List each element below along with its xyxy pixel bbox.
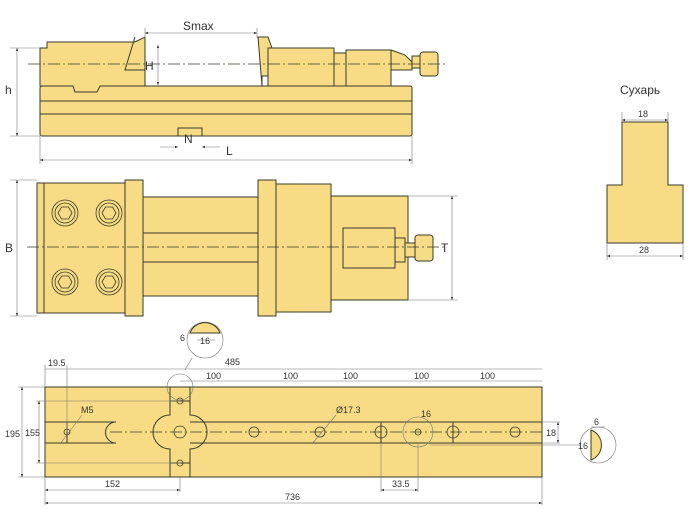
dim-T: T	[441, 241, 449, 255]
moving-jaw	[267, 47, 335, 87]
dim-152: 152	[105, 479, 120, 489]
dim-6: 6	[594, 417, 599, 427]
detail-right: 6 16	[430, 417, 617, 464]
dim-19-5: 19.5	[48, 358, 66, 368]
fixed-jaw	[39, 36, 146, 93]
dim-18: 18	[638, 109, 648, 119]
screw-housing-top	[342, 227, 396, 269]
dim-B: B	[5, 241, 13, 255]
fixed-jaw-top	[36, 182, 136, 314]
dim-100: 100	[283, 371, 298, 381]
dim-195: 195	[5, 429, 20, 439]
dim-16: 16	[578, 441, 588, 451]
top-view: B T	[5, 179, 458, 317]
dim-h: h	[5, 83, 12, 97]
label-d17-3: Ø17.3	[336, 405, 361, 415]
label-m5: M5	[81, 405, 94, 415]
dim-100: 100	[206, 371, 221, 381]
dim-smax: Smax	[183, 19, 214, 33]
dim-33-5: 33.5	[392, 479, 410, 489]
dim-18: 18	[546, 428, 556, 438]
dim-28: 28	[639, 245, 649, 255]
key-slot	[177, 127, 203, 137]
dim-H: H	[145, 59, 154, 73]
detail-top: 6 16	[180, 321, 224, 371]
dim-100: 100	[414, 371, 429, 381]
dim-155: 155	[25, 428, 40, 438]
vise-base	[39, 85, 413, 137]
dim-L: L	[226, 144, 233, 158]
dim-100: 100	[480, 371, 495, 381]
dim-100: 100	[343, 371, 358, 381]
bolt-icons	[51, 199, 123, 296]
sukhar-key: Сухарь 18 28	[606, 83, 684, 260]
dim-16: 16	[421, 409, 431, 419]
moving-jaw-top	[275, 183, 332, 313]
dim-736: 736	[285, 492, 300, 502]
dim-6: 6	[180, 333, 185, 343]
dim-485: 485	[225, 357, 240, 367]
dim-N: N	[184, 132, 193, 146]
base-plate: 19.5 485 100 100 100 100 100 195 155 M5 …	[5, 357, 560, 505]
side-view: h Smax H N L	[5, 19, 445, 164]
dim-16: 16	[200, 336, 210, 346]
screw-housing	[345, 49, 392, 87]
sukhar-title: Сухарь	[620, 83, 660, 97]
